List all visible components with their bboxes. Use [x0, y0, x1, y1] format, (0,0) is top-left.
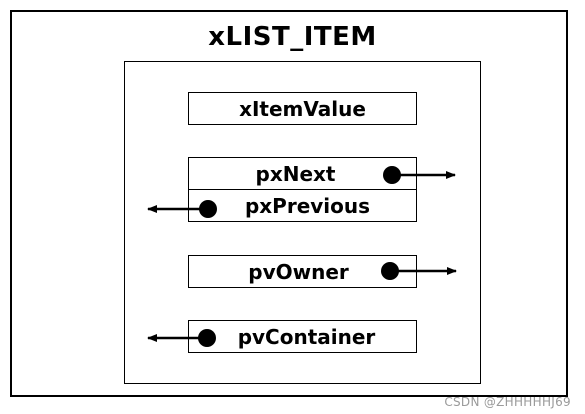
field-container-label: pvContainer — [237, 324, 376, 349]
next-pointer — [383, 166, 456, 184]
field-item-value: xItemValue — [188, 92, 417, 125]
field-next: pxNext — [188, 157, 417, 190]
owner-pointer — [381, 262, 457, 280]
field-previous: pxPrevious — [188, 189, 417, 222]
field-owner-label: pvOwner — [248, 259, 349, 284]
struct-box — [124, 61, 481, 384]
container-pointer — [147, 329, 216, 347]
watermark: CSDN @ZHHHHHJ69 — [444, 395, 571, 409]
outer-frame — [10, 10, 568, 397]
field-owner: pvOwner — [188, 255, 417, 288]
field-previous-label: pxPrevious — [244, 193, 371, 218]
field-next-label: pxNext — [255, 161, 336, 186]
diagram-title: xLIST_ITEM — [208, 22, 377, 52]
previous-pointer — [147, 200, 217, 218]
field-item-value-label: xItemValue — [239, 96, 366, 121]
field-container: pvContainer — [188, 320, 417, 353]
